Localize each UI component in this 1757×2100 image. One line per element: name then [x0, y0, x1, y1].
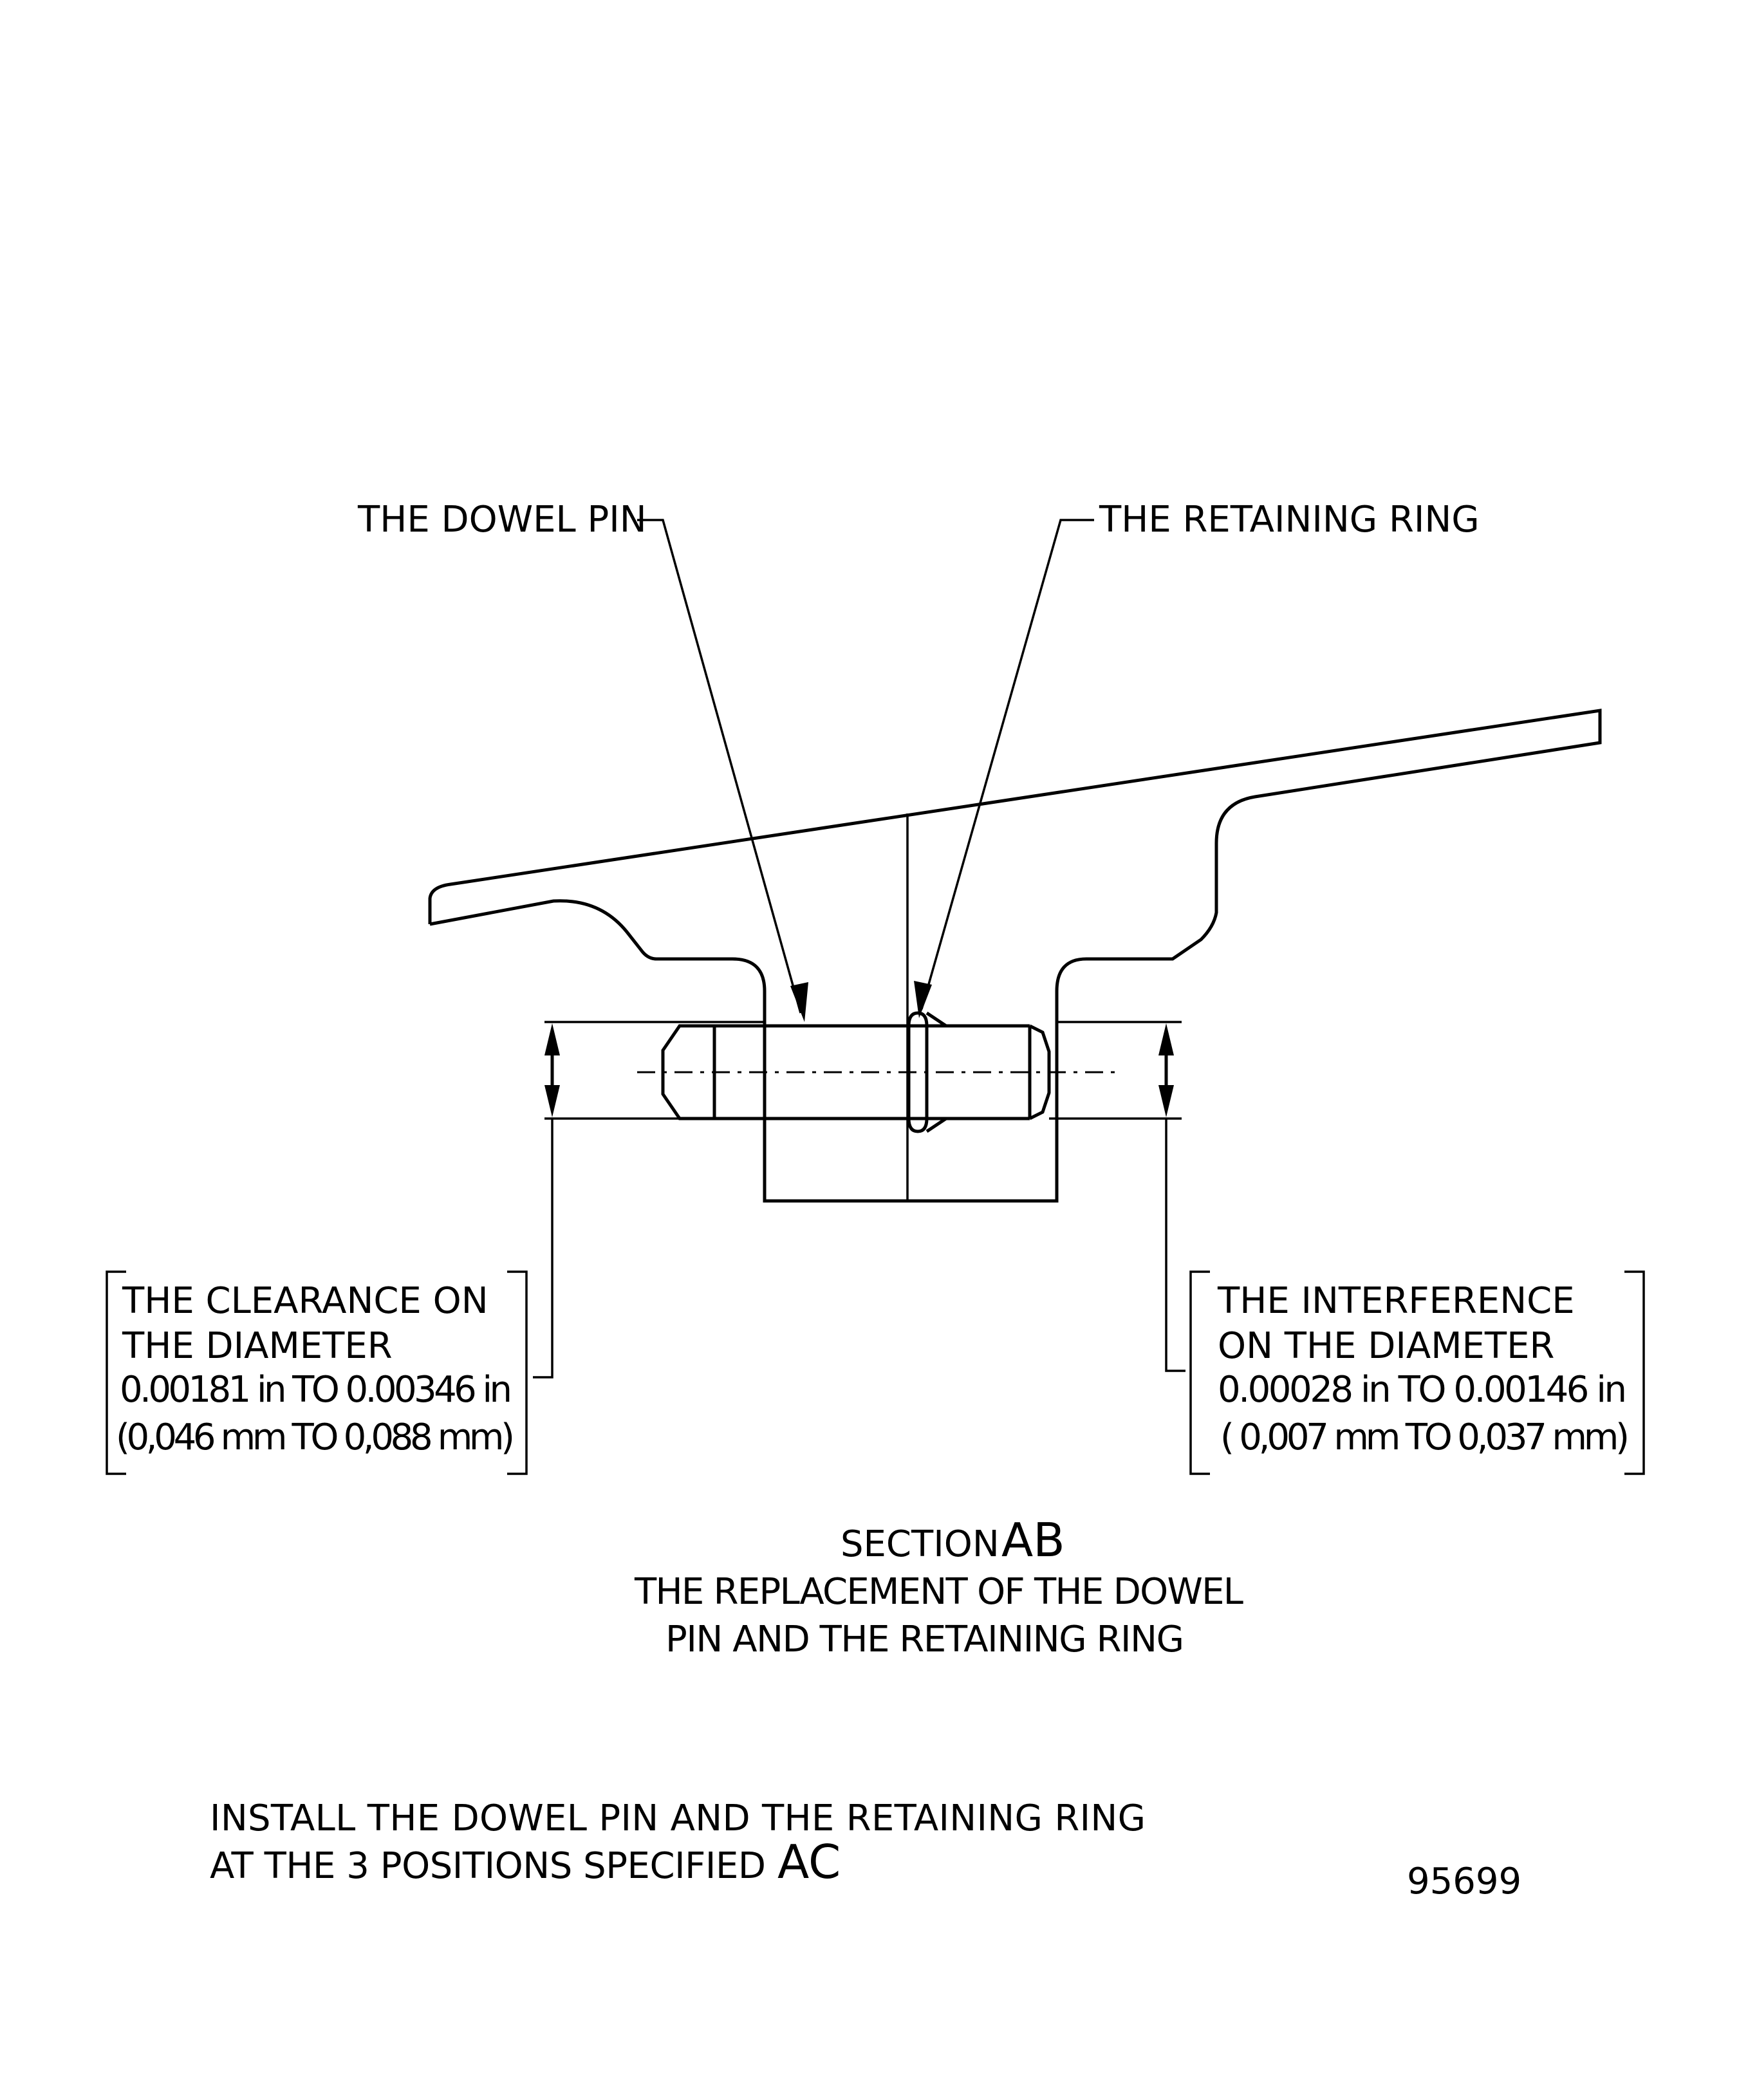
- install-note-letters: AC: [777, 1835, 841, 1889]
- part-section-outline: [428, 709, 1602, 1203]
- retaining-ring-leader: [914, 519, 1094, 1018]
- clearance-dimension: [533, 1021, 765, 1379]
- interference-line-1: THE INTERFERENCE: [1217, 1280, 1575, 1322]
- install-note-line-2: AT THE 3 POSITIONS SPECIFIED: [210, 1845, 766, 1887]
- interference-line-3: 0.00028 in TO 0.00146 in: [1218, 1369, 1627, 1411]
- interference-line-4: ( 0,007 mm TO 0,037 mm): [1220, 1417, 1630, 1458]
- section-title: SECTION AB THE REPLACEMENT OF THE DOWEL …: [634, 1513, 1243, 1660]
- section-letters: AB: [1001, 1513, 1065, 1567]
- section-label: SECTION: [841, 1523, 999, 1565]
- dowel-pin-callout: THE DOWEL PIN: [357, 499, 647, 541]
- interference-line-2: ON THE DIAMETER: [1218, 1325, 1554, 1367]
- clearance-line-1: THE CLEARANCE ON: [122, 1280, 488, 1322]
- clearance-line-3: 0.00181 in TO 0.00346 in: [120, 1369, 512, 1411]
- retaining-ring: [907, 1011, 947, 1133]
- figure-number: 95699: [1407, 1861, 1521, 1902]
- dowel-pin-leader: [637, 519, 808, 1022]
- interference-dimension: [1049, 1021, 1185, 1372]
- clearance-line-2: THE DIAMETER: [122, 1325, 393, 1367]
- install-note-line-1: INSTALL THE DOWEL PIN AND THE RETAINING …: [210, 1798, 1146, 1839]
- section-title-line-1: THE REPLACEMENT OF THE DOWEL: [634, 1571, 1243, 1613]
- install-note: INSTALL THE DOWEL PIN AND THE RETAINING …: [210, 1798, 1146, 1889]
- retaining-ring-callout: THE RETAINING RING: [1099, 499, 1480, 541]
- clearance-box: THE CLEARANCE ON THE DIAMETER 0.00181 in…: [106, 1270, 528, 1475]
- section-title-line-2: PIN AND THE RETAINING RING: [665, 1619, 1184, 1660]
- clearance-line-4: (0,046 mm TO 0,088 mm): [116, 1417, 515, 1458]
- interference-box: THE INTERFERENCE ON THE DIAMETER 0.00028…: [1189, 1270, 1645, 1475]
